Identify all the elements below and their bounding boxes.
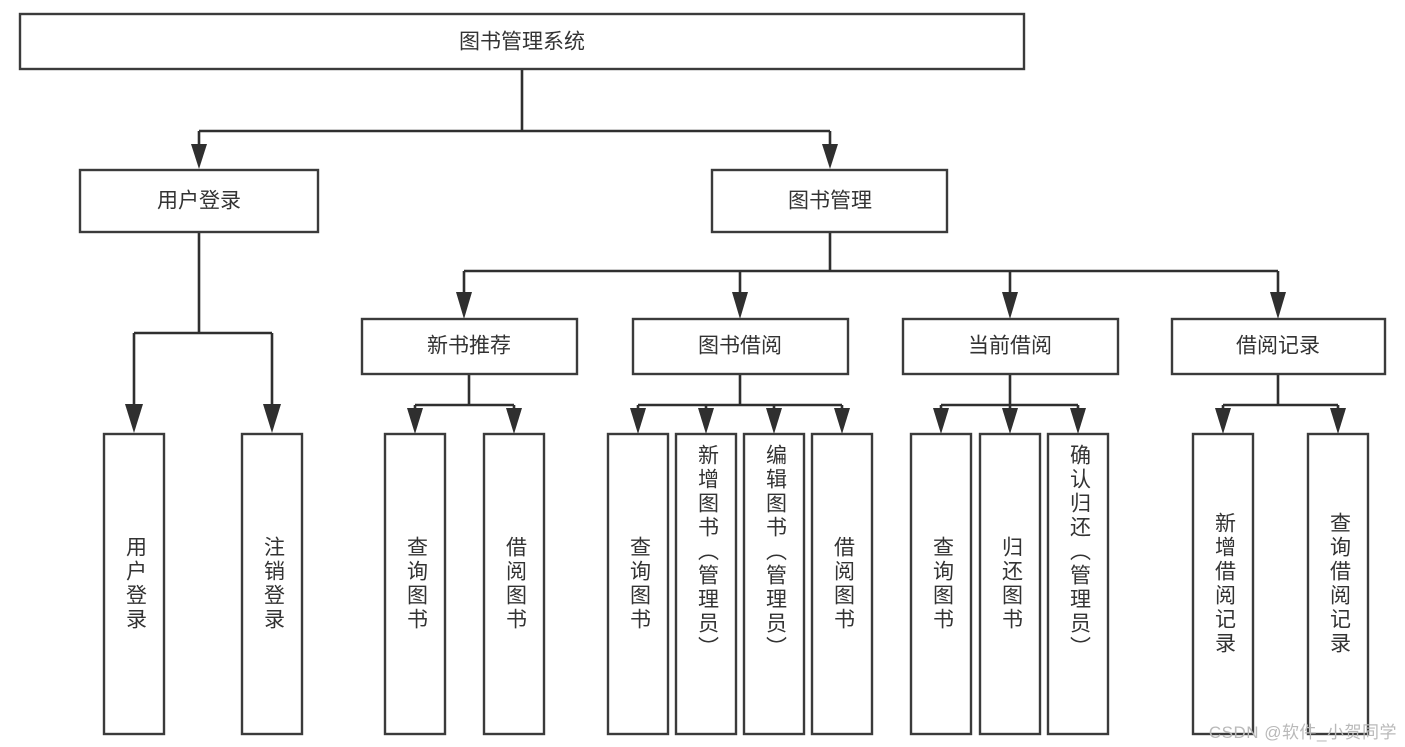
node-label-new-book-recommend: 新书推荐 — [427, 335, 511, 358]
arrow-head-leaf-query-book-1 — [407, 408, 423, 434]
node-box-book-borrow[interactable] — [631, 317, 850, 376]
node-box-leaf-return-book[interactable] — [978, 432, 1042, 736]
arrow-head-leaf-query-record — [1330, 408, 1346, 434]
connector-group-root — [191, 69, 838, 169]
csdn-watermark: CSDN @软件_小贺同学 — [1208, 723, 1397, 742]
connector-group-new-book-recommend — [407, 374, 522, 434]
arrow-head-book-borrow — [732, 292, 748, 319]
arrow-head-leaf-query-book-3 — [933, 408, 949, 434]
node-box-leaf-query-book-2[interactable] — [606, 432, 670, 736]
connector-group-user-login — [125, 232, 281, 433]
arrow-head-leaf-add-book — [698, 408, 714, 434]
node-label-user-login: 用户登录 — [157, 190, 241, 213]
node-box-borrow-record[interactable] — [1170, 317, 1387, 376]
arrow-head-leaf-query-book-2 — [630, 408, 646, 434]
node-box-leaf-query-book-3[interactable] — [909, 432, 973, 736]
arrow-head-leaf-logout-login — [263, 404, 281, 433]
node-box-leaf-add-book[interactable] — [674, 432, 738, 736]
node-box-leaf-borrow-book-1[interactable] — [482, 432, 546, 736]
node-box-user-login[interactable] — [78, 168, 320, 234]
node-label-book-borrow: 图书借阅 — [698, 335, 782, 358]
arrow-head-leaf-edit-book — [766, 408, 782, 434]
arrow-head-current-borrow — [1002, 292, 1018, 319]
node-box-leaf-borrow-book-2[interactable] — [810, 432, 874, 736]
arrow-head-leaf-return-book — [1002, 408, 1018, 434]
arrow-head-user-login — [191, 144, 207, 169]
node-box-book-management[interactable] — [710, 168, 949, 234]
arrow-head-leaf-confirm-return — [1070, 408, 1086, 434]
node-box-leaf-query-record[interactable] — [1306, 432, 1370, 736]
arrow-head-new-book-recommend — [456, 292, 472, 319]
node-box-current-borrow[interactable] — [901, 317, 1120, 376]
node-box-leaf-confirm-return[interactable] — [1046, 432, 1110, 736]
node-box-leaf-query-book-1[interactable] — [383, 432, 447, 736]
connector-group-book-management — [456, 232, 1286, 319]
node-box-leaf-add-record[interactable] — [1191, 432, 1255, 736]
node-label-borrow-record: 借阅记录 — [1236, 335, 1320, 358]
node-box-leaf-user-login[interactable] — [102, 432, 166, 736]
arrow-head-book-management — [822, 144, 838, 169]
connector-group-current-borrow — [933, 374, 1086, 434]
node-box-new-book-recommend[interactable] — [360, 317, 579, 376]
node-label-title: 图书管理系统 — [459, 31, 585, 54]
node-label-book-management: 图书管理 — [788, 190, 872, 213]
node-box-leaf-edit-book[interactable] — [742, 432, 806, 736]
node-box-leaf-logout-login[interactable] — [240, 432, 304, 736]
arrow-head-leaf-borrow-book-2 — [834, 408, 850, 434]
node-label-current-borrow: 当前借阅 — [968, 335, 1052, 358]
connector-group-book-borrow — [630, 374, 850, 434]
connector-group-borrow-record — [1215, 374, 1346, 434]
arrow-head-leaf-borrow-book-1 — [506, 408, 522, 434]
node-box-title[interactable] — [18, 12, 1026, 71]
arrow-head-borrow-record — [1270, 292, 1286, 319]
arrow-head-leaf-user-login — [125, 404, 143, 433]
arrow-head-leaf-add-record — [1215, 408, 1231, 434]
